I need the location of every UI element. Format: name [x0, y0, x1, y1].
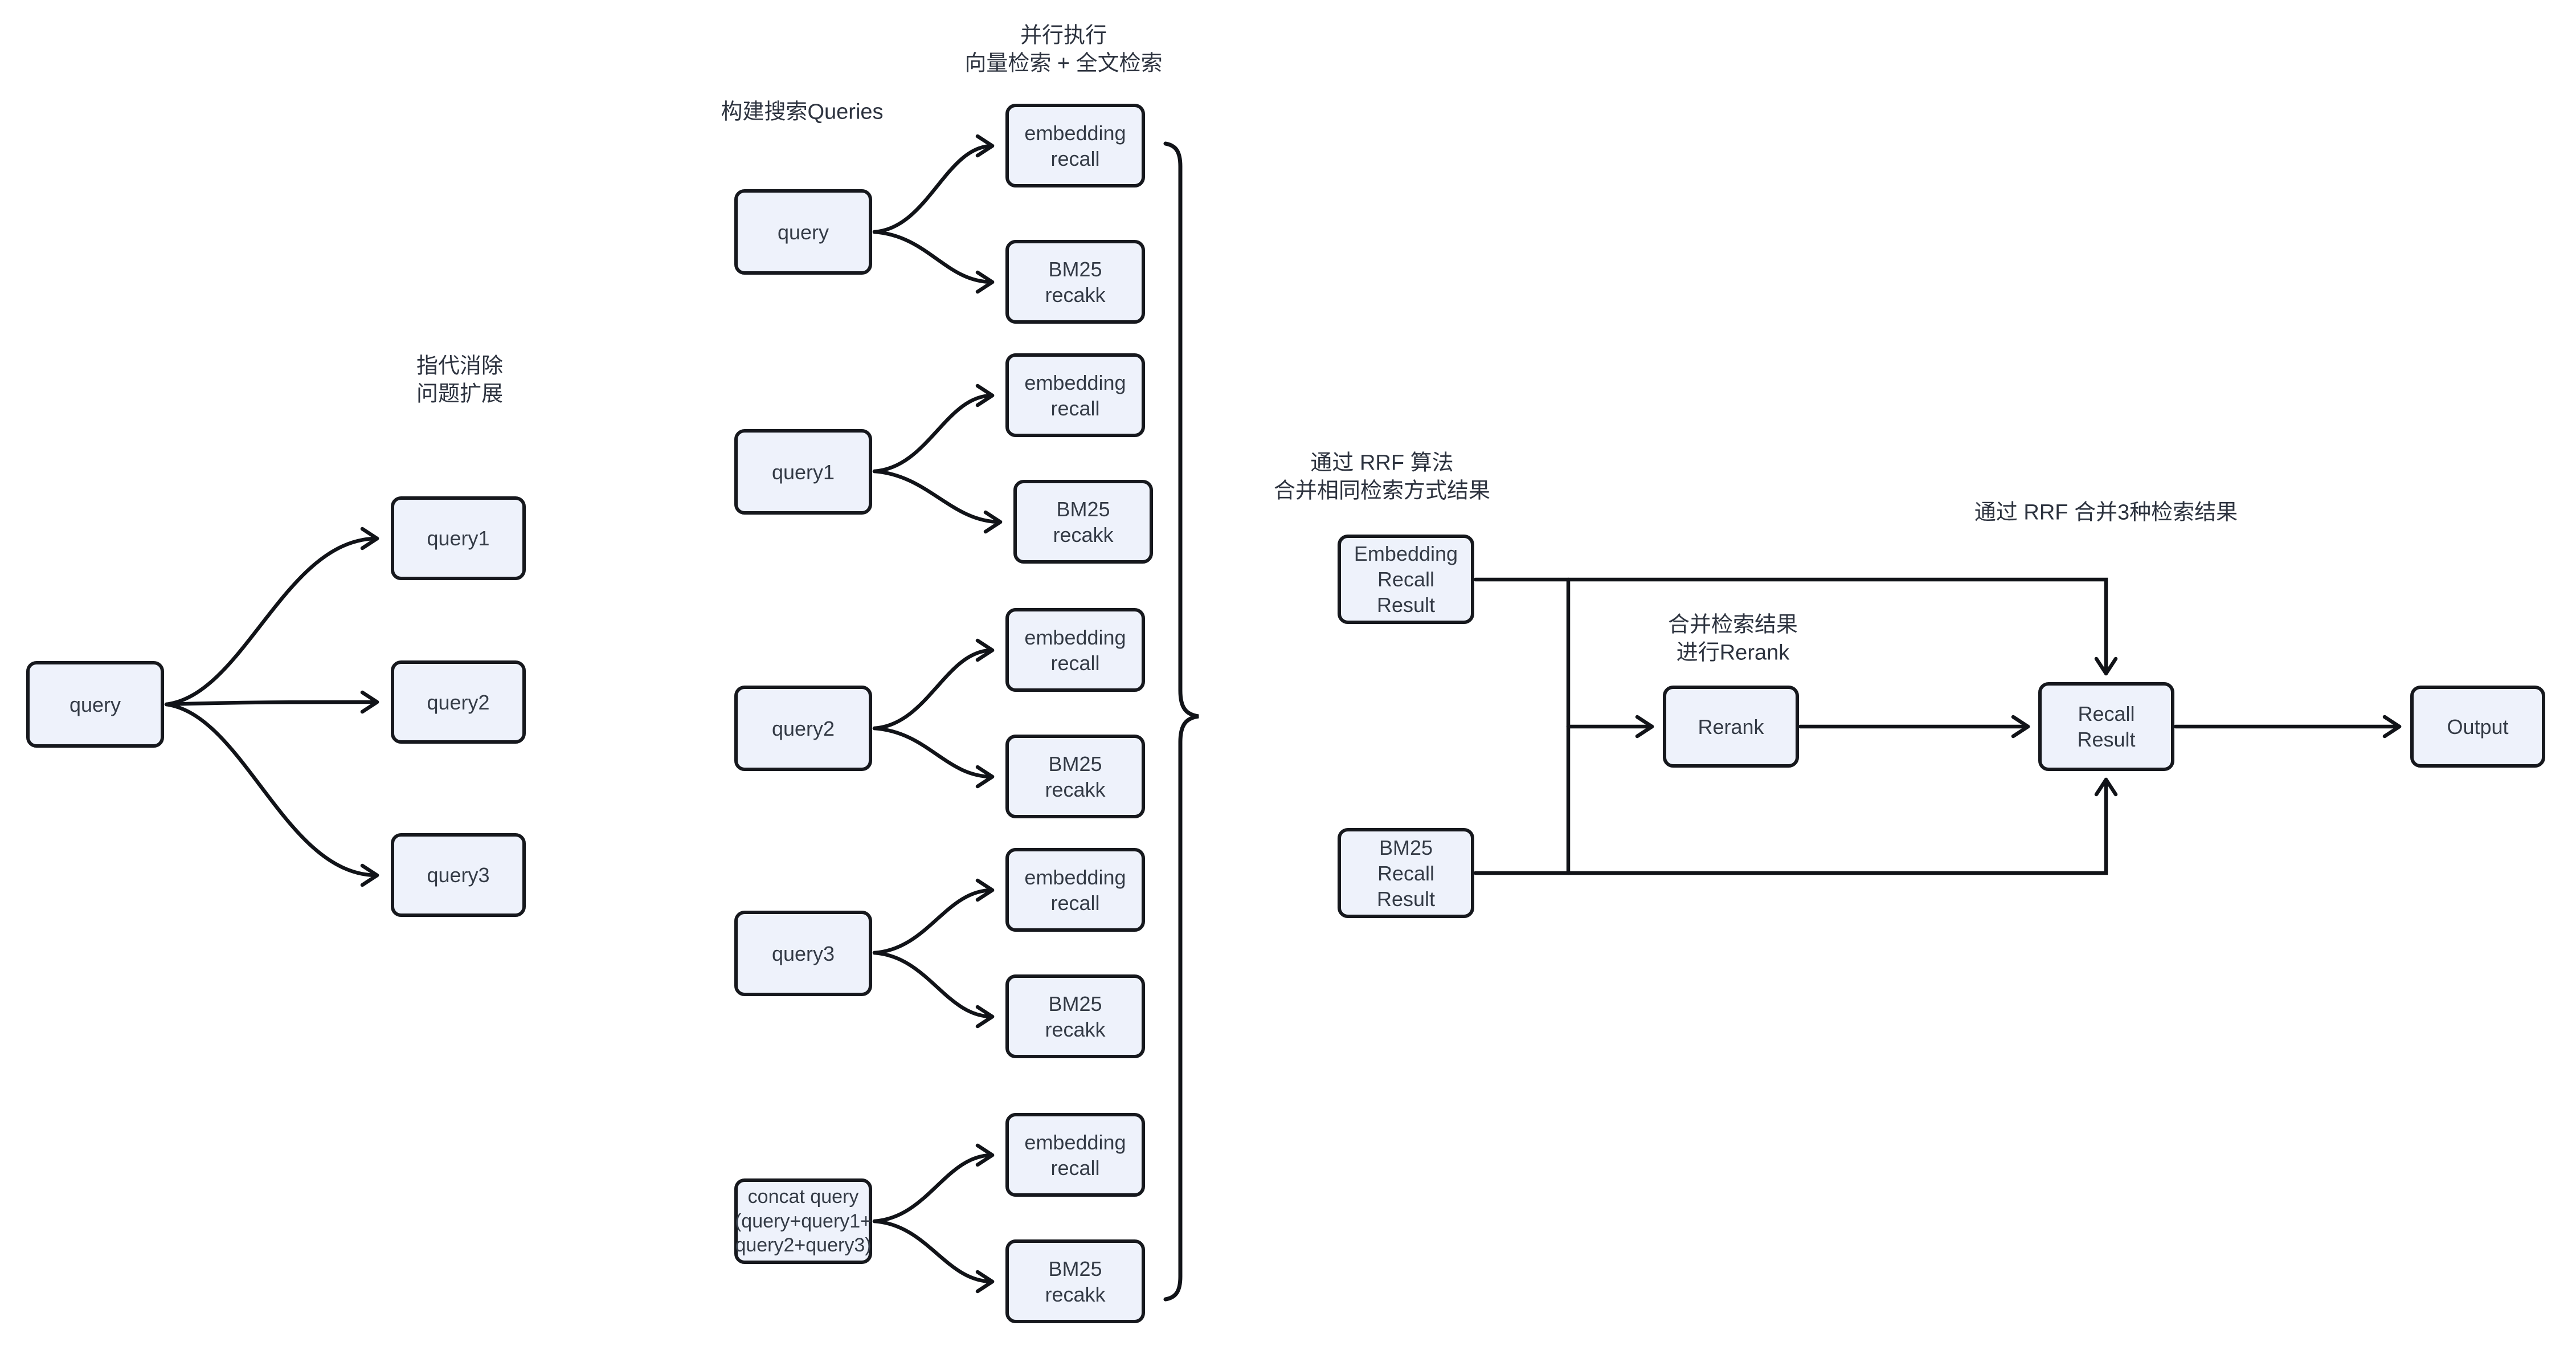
- arrow-g3-to-bm25: [872, 726, 995, 789]
- node-bm25-recall-4: BM25 recakk: [1005, 974, 1145, 1058]
- node-bm25-recall-2: BM25 recakk: [1013, 480, 1153, 564]
- arrow-g4-to-embedding: [872, 878, 995, 955]
- node-embedding-recall-5: embedding recall: [1005, 1113, 1145, 1197]
- arrow-query-fanout: [164, 527, 379, 887]
- line-embres-to-recallresult-top: [1473, 577, 2118, 676]
- node-output: Output: [2410, 686, 2545, 768]
- arrow-g1-to-embedding: [872, 134, 995, 234]
- node-embedding-recall-2: embedding recall: [1005, 353, 1145, 437]
- node-bm25-recall-5: BM25 recakk: [1005, 1239, 1145, 1323]
- annotation-parallel-exec: 并行执行 向量检索 + 全文检索: [964, 23, 1163, 76]
- arrow-g2-to-embedding: [872, 384, 995, 474]
- node-mid-query2: query2: [734, 686, 872, 771]
- node-bm25-recall-1: BM25 recakk: [1005, 240, 1145, 324]
- node-left-query3: query3: [391, 833, 526, 917]
- arrow-g3-to-embedding: [872, 638, 995, 731]
- curly-brace: [1163, 141, 1199, 1302]
- node-embedding-recall-result: Embedding Recall Result: [1338, 535, 1474, 624]
- node-mid-query: query: [734, 189, 872, 275]
- annotation-rrf-merge3: 通过 RRF 合并3种检索结果: [1974, 500, 2238, 525]
- annotation-build-queries: 构建搜索Queries: [721, 100, 884, 124]
- node-bm25-recall-result: BM25 Recall Result: [1338, 828, 1474, 918]
- node-source-query: query: [26, 661, 164, 748]
- arrow-g1-to-bm25: [872, 230, 995, 294]
- node-left-query1: query1: [391, 496, 526, 580]
- node-mid-query3: query3: [734, 911, 872, 996]
- arrow-query-to-query1: [164, 527, 379, 707]
- node-left-query2: query2: [391, 660, 526, 744]
- right-section-wiring: [1473, 577, 2402, 875]
- arrow-g5-to-embedding: [872, 1143, 995, 1224]
- node-recall-result: Recall Result: [2038, 682, 2174, 771]
- node-concat-query: concat query (query+query1+ query2+query…: [734, 1178, 872, 1264]
- arrow-middle-groups: [872, 134, 1003, 1294]
- node-mid-query1: query1: [734, 429, 872, 515]
- node-embedding-recall-3: embedding recall: [1005, 608, 1145, 692]
- arrow-g4-to-bm25: [872, 951, 995, 1029]
- node-embedding-recall-1: embedding recall: [1005, 104, 1145, 187]
- node-embedding-recall-4: embedding recall: [1005, 848, 1145, 932]
- annotation-merge-rerank: 合并检索结果 进行Rerank: [1667, 613, 1798, 665]
- arrow-query-to-query2: [164, 690, 379, 714]
- annotation-rrf-merge-same: 通过 RRF 算法 合并相同检索方式结果: [1273, 451, 1491, 503]
- node-rerank: Rerank: [1663, 686, 1799, 768]
- annotation-coreference-expansion: 指代消除 问题扩展: [416, 354, 504, 406]
- line-bm25res-to-recallresult-bottom: [1473, 777, 2118, 875]
- node-bm25-recall-3: BM25 recakk: [1005, 735, 1145, 818]
- arrow-g2-to-bm25: [872, 469, 1003, 534]
- arrow-g5-to-bm25: [872, 1219, 995, 1294]
- arrow-query-to-query3: [164, 702, 379, 887]
